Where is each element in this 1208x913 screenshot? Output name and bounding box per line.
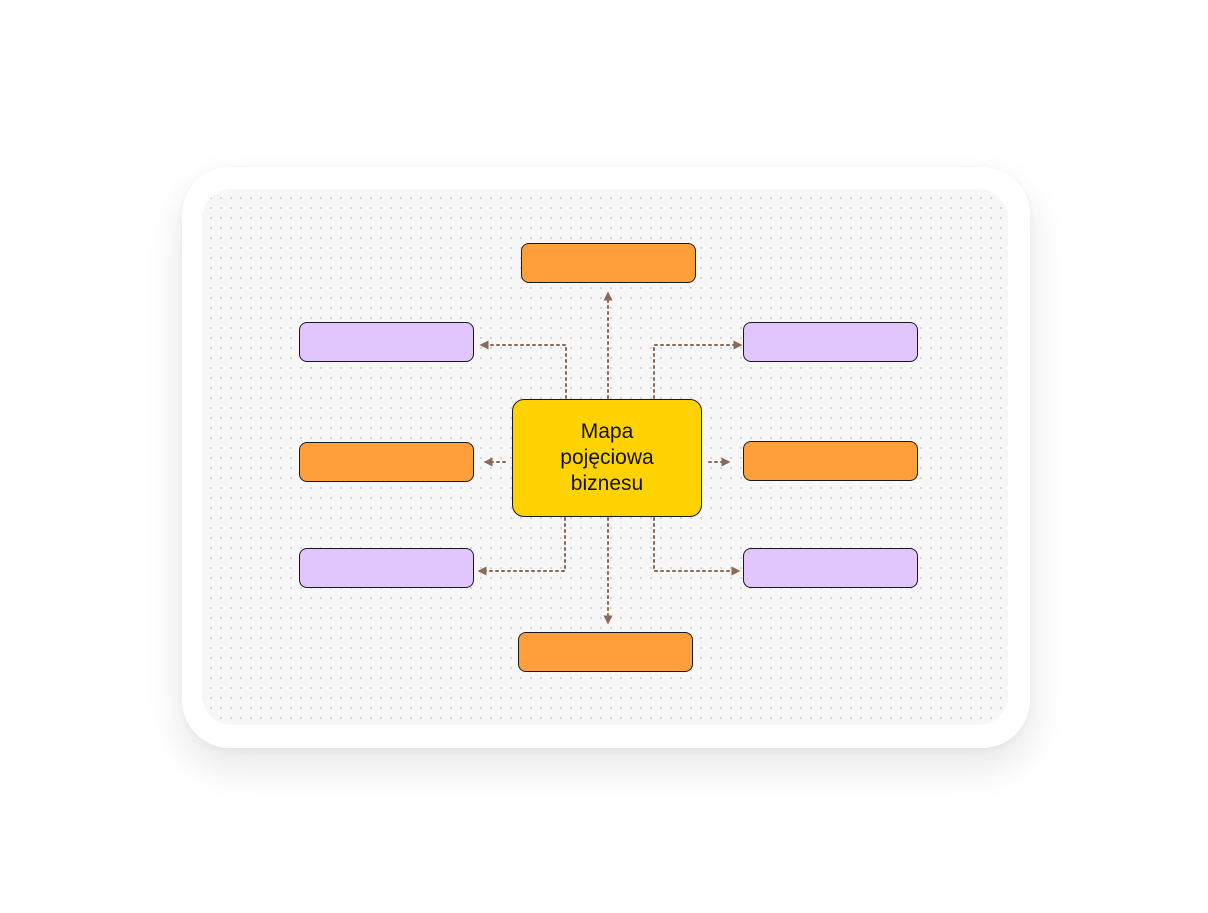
central-concept-label: Mapa pojęciowa biznesu xyxy=(560,420,654,495)
node-right-bottom[interactable] xyxy=(743,548,918,588)
node-left-middle[interactable] xyxy=(299,442,474,482)
node-bottom[interactable] xyxy=(518,632,693,672)
node-left-bottom[interactable] xyxy=(299,548,474,588)
node-left-top[interactable] xyxy=(299,322,474,362)
node-right-middle[interactable] xyxy=(743,441,918,481)
node-right-top[interactable] xyxy=(743,322,918,362)
central-concept-node[interactable]: Mapa pojęciowa biznesu xyxy=(512,399,702,517)
node-top[interactable] xyxy=(521,243,696,283)
